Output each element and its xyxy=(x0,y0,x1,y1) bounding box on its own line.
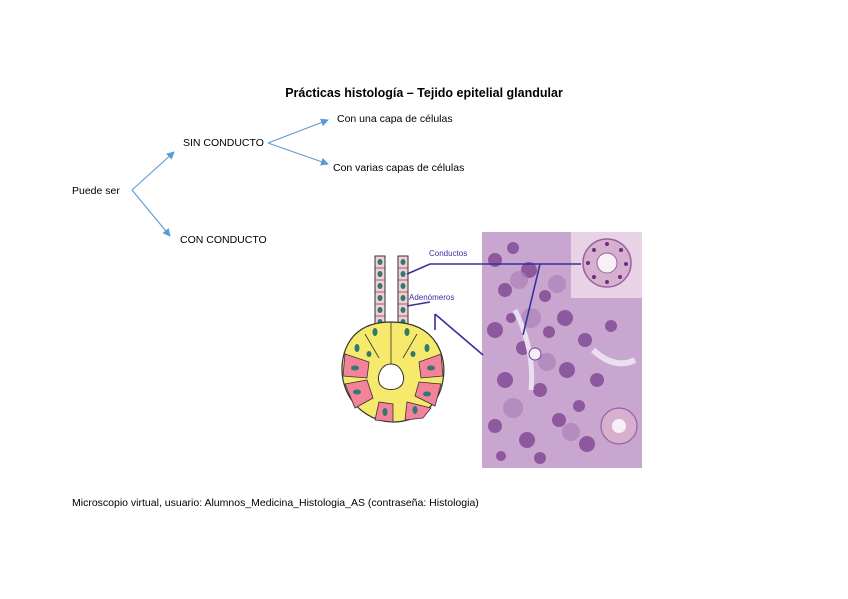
varias-capas-label: Con varias capas de células xyxy=(333,162,465,174)
gland-illustration: Conductos Adenómeros xyxy=(341,232,642,468)
gland-diagram xyxy=(341,255,445,423)
arrow-to-sin-conducto xyxy=(131,151,175,191)
arrow-to-varias-capas xyxy=(267,142,329,166)
tree-root-label: Puede ser xyxy=(72,185,120,197)
leader-lines xyxy=(406,263,581,356)
con-conducto-label: CON CONDUCTO xyxy=(180,234,267,246)
footer-note: Microscopio virtual, usuario: Alumnos_Me… xyxy=(72,497,479,509)
arrow-to-una-capa xyxy=(267,118,329,144)
label-adenomeros: Adenómeros xyxy=(409,293,454,302)
label-conductos: Conductos xyxy=(429,249,467,258)
sin-conducto-label: SIN CONDUCTO xyxy=(183,137,264,149)
page-title: Prácticas histología – Tejido epitelial … xyxy=(285,86,563,100)
una-capa-label: Con una capa de células xyxy=(337,113,453,125)
histology-micrograph xyxy=(482,232,642,468)
arrow-to-con-conducto xyxy=(131,189,171,237)
